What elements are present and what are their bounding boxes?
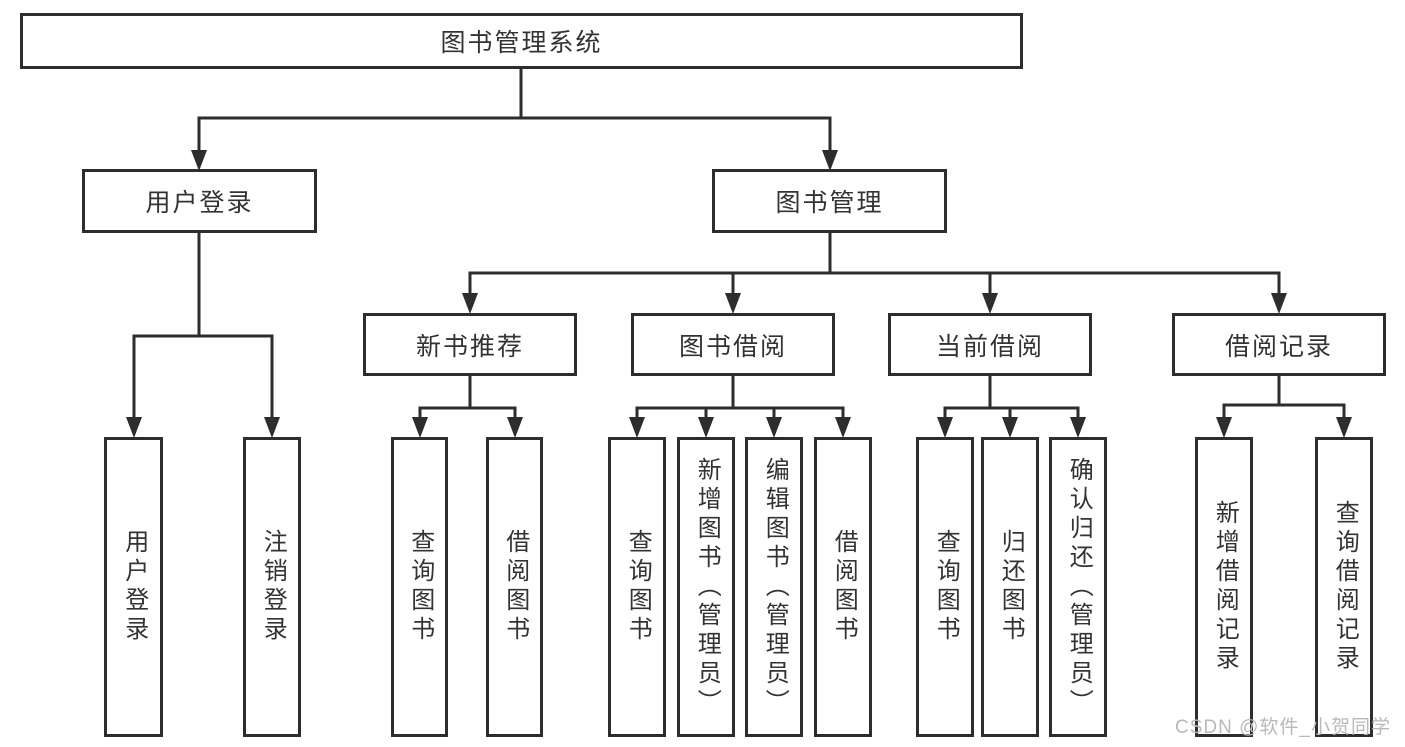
leaf-add-books-admin-label: 新增图书（管理员） (693, 456, 721, 718)
leaf-query-books-current-label: 查询图书 (932, 529, 960, 645)
node-user-login: 用户登录 (82, 169, 317, 233)
leaf-logout: 注销登录 (243, 437, 301, 737)
leaf-confirm-return-admin: 确认归还（管理员） (1049, 437, 1107, 737)
leaf-query-borrow-record: 查询借阅记录 (1315, 437, 1373, 737)
leaf-query-books-borrow: 查询图书 (608, 437, 666, 737)
node-current-borrow: 当前借阅 (888, 313, 1092, 376)
leaf-user-login-label: 用户登录 (120, 529, 148, 645)
leaf-add-borrow-record: 新增借阅记录 (1195, 437, 1253, 737)
node-book-management: 图书管理 (712, 169, 947, 233)
leaf-add-borrow-record-label: 新增借阅记录 (1211, 500, 1239, 674)
node-library-system-label: 图书管理系统 (440, 29, 603, 57)
leaf-confirm-return-admin-label: 确认归还（管理员） (1065, 456, 1093, 718)
node-borrow-records-label: 借阅记录 (1224, 332, 1333, 361)
leaf-logout-label: 注销登录 (259, 529, 287, 645)
node-book-borrow: 图书借阅 (631, 313, 835, 376)
watermark: CSDN @软件_小贺同学 (1175, 717, 1391, 738)
leaf-add-books-admin: 新增图书（管理员） (677, 437, 735, 737)
node-current-borrow-label: 当前借阅 (935, 332, 1044, 361)
leaf-return-books-label: 归还图书 (997, 529, 1025, 645)
leaf-borrow-books-recommend-label: 借阅图书 (501, 529, 529, 645)
node-new-book-recommend: 新书推荐 (363, 313, 577, 376)
leaf-borrow-books-recommend: 借阅图书 (486, 437, 543, 737)
leaf-query-books-recommend-label: 查询图书 (406, 529, 434, 645)
node-library-system: 图书管理系统 (20, 13, 1023, 69)
leaf-query-books-recommend: 查询图书 (391, 437, 448, 737)
leaf-borrow-books-label: 借阅图书 (830, 529, 858, 645)
leaf-query-books-borrow-label: 查询图书 (624, 529, 652, 645)
leaf-user-login: 用户登录 (104, 437, 163, 737)
node-new-book-recommend-label: 新书推荐 (415, 332, 524, 361)
leaf-edit-books-admin: 编辑图书（管理员） (745, 437, 803, 737)
leaf-borrow-books: 借阅图书 (814, 437, 872, 737)
leaf-edit-books-admin-label: 编辑图书（管理员） (761, 456, 789, 718)
node-user-login-label: 用户登录 (145, 189, 254, 217)
leaf-query-books-current: 查询图书 (916, 437, 974, 737)
node-book-management-label: 图书管理 (775, 189, 884, 217)
leaf-return-books: 归还图书 (981, 437, 1039, 737)
node-borrow-records: 借阅记录 (1172, 313, 1386, 376)
leaf-query-borrow-record-label: 查询借阅记录 (1331, 500, 1359, 674)
node-book-borrow-label: 图书借阅 (678, 332, 787, 361)
